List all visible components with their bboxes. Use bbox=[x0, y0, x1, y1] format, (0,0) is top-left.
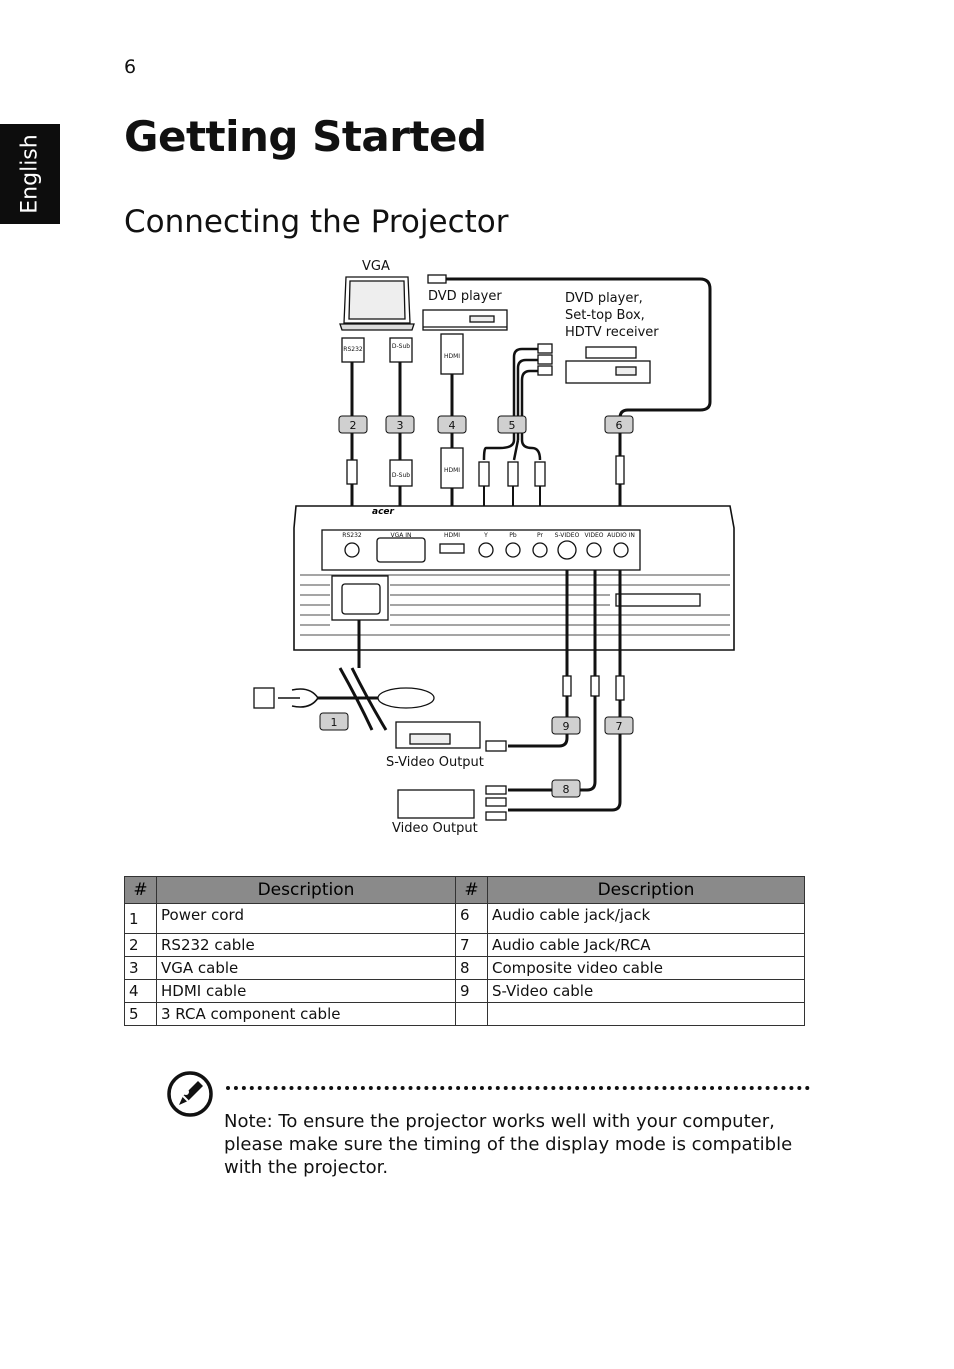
port-rs232: RS232 bbox=[342, 532, 362, 539]
language-tab: English bbox=[0, 124, 60, 224]
header-num-2: # bbox=[455, 876, 488, 904]
row-num: 7 bbox=[455, 933, 488, 957]
projector-icon bbox=[293, 505, 735, 651]
row-desc: Power cord bbox=[156, 903, 456, 934]
row-num: 8 bbox=[455, 956, 488, 980]
table-header-row: # Description # Description bbox=[124, 876, 805, 904]
label-video-output: Video Output bbox=[392, 821, 478, 836]
row-desc bbox=[487, 1002, 805, 1026]
callout-9: 9 bbox=[563, 720, 570, 733]
svideo-device-icon bbox=[395, 721, 507, 752]
row-desc: VGA cable bbox=[156, 956, 456, 980]
callout-6: 6 bbox=[616, 419, 623, 432]
port-vga-in: VGA IN bbox=[390, 532, 411, 539]
callout-5: 5 bbox=[509, 419, 516, 432]
port-pb: Pb bbox=[509, 532, 517, 539]
port-pr: Pr bbox=[537, 532, 544, 539]
connection-table: # Description # Description 1 Power cord… bbox=[124, 876, 805, 1026]
video-device-icon bbox=[397, 785, 507, 821]
port-svideo: S-VIDEO bbox=[555, 532, 580, 539]
page-title: Getting Started bbox=[124, 112, 487, 161]
table-row: 2 RS232 cable 7 Audio cable Jack/RCA bbox=[124, 933, 805, 957]
note-body: To ensure the projector works well with … bbox=[224, 1111, 793, 1178]
callout-3: 3 bbox=[397, 419, 404, 432]
laptop-icon bbox=[339, 276, 415, 331]
note-divider bbox=[226, 1086, 810, 1090]
label-dsub-top: D-Sub bbox=[392, 343, 410, 350]
projector-brand: acer bbox=[372, 507, 395, 517]
row-num: 6 bbox=[455, 903, 488, 934]
note-pencil-icon bbox=[167, 1071, 213, 1117]
label-dvd-player: DVD player bbox=[428, 289, 502, 304]
set-top-box-icon bbox=[565, 346, 651, 384]
callout-1: 1 bbox=[331, 716, 338, 729]
label-hdmi-top: HDMI bbox=[444, 353, 460, 360]
row-num: 9 bbox=[455, 979, 488, 1003]
label-rs232: RS232 bbox=[343, 346, 363, 353]
row-desc: Composite video cable bbox=[487, 956, 805, 980]
callout-2: 2 bbox=[350, 419, 357, 432]
label-dvd-stb-2: Set-top Box, bbox=[565, 308, 645, 323]
callout-7: 7 bbox=[616, 720, 623, 733]
row-num: 4 bbox=[124, 979, 157, 1003]
row-desc: Audio cable jack/jack bbox=[487, 903, 805, 934]
port-audio-in: AUDIO IN bbox=[607, 532, 635, 539]
section-title: Connecting the Projector bbox=[124, 204, 509, 240]
label-hdmi-bottom: HDMI bbox=[444, 467, 460, 474]
table-row: 4 HDMI cable 9 S-Video cable bbox=[124, 979, 805, 1003]
note-label: Note: bbox=[224, 1111, 273, 1132]
port-video: VIDEO bbox=[584, 532, 603, 539]
header-desc-1: Description bbox=[156, 876, 456, 904]
row-desc: HDMI cable bbox=[156, 979, 456, 1003]
row-desc: RS232 cable bbox=[156, 933, 456, 957]
callout-4: 4 bbox=[449, 419, 456, 432]
table-row: 1 Power cord 6 Audio cable jack/jack bbox=[124, 903, 805, 934]
row-num bbox=[455, 1002, 488, 1026]
page-number: 6 bbox=[124, 56, 137, 78]
label-vga: VGA bbox=[362, 259, 390, 274]
row-num: 5 bbox=[124, 1002, 157, 1026]
connection-diagram: 1 2 3 4 5 6 7 8 9 VGA DVD player DVD pla… bbox=[253, 259, 735, 836]
label-dvd-stb-3: HDTV receiver bbox=[565, 325, 659, 340]
label-svideo-output: S-Video Output bbox=[386, 755, 484, 770]
header-desc-2: Description bbox=[487, 876, 805, 904]
label-dvd-stb-1: DVD player, bbox=[565, 291, 643, 306]
row-num: 1 bbox=[124, 903, 157, 934]
row-num: 3 bbox=[124, 956, 157, 980]
language-tab-label: English bbox=[17, 134, 43, 214]
table-row: 5 3 RCA component cable bbox=[124, 1002, 805, 1026]
port-hdmi: HDMI bbox=[444, 532, 460, 539]
table-row: 3 VGA cable 8 Composite video cable bbox=[124, 956, 805, 980]
note-text: Note: To ensure the projector works well… bbox=[224, 1110, 794, 1179]
dvd-player-icon bbox=[422, 309, 508, 331]
row-desc: S-Video cable bbox=[487, 979, 805, 1003]
port-y: Y bbox=[483, 532, 488, 539]
label-dsub-bottom: D-Sub bbox=[392, 472, 410, 479]
row-desc: Audio cable Jack/RCA bbox=[487, 933, 805, 957]
row-num: 2 bbox=[124, 933, 157, 957]
callout-8: 8 bbox=[563, 783, 570, 796]
row-desc: 3 RCA component cable bbox=[156, 1002, 456, 1026]
header-num-1: # bbox=[124, 876, 157, 904]
